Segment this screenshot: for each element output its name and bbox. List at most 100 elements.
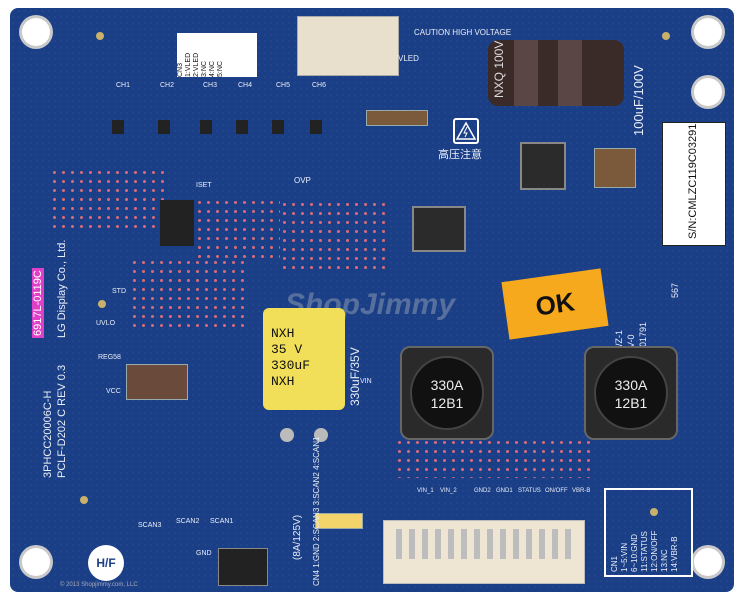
scan2-label: SCAN2	[176, 518, 200, 525]
mounting-hole-bottom-right	[694, 548, 722, 576]
mosfet-d1	[520, 142, 566, 190]
yellow-cap-line4: NXH	[271, 374, 295, 389]
inductor-l2: 330A 12B1	[584, 346, 678, 440]
caution-label: CAUTION HIGH VOLTAGE	[414, 28, 512, 37]
channel-label-2: CH2	[160, 82, 175, 89]
mounting-hole-top-left	[22, 18, 50, 46]
transistor-ch6	[310, 120, 322, 134]
via-grid-center	[195, 198, 280, 258]
fuse-rating: (8A/125V)	[292, 514, 303, 560]
channel-label-5: CH5	[276, 82, 291, 89]
gnd-label: GND	[196, 550, 212, 557]
pcb-board: CN3 1:VLED 2:VLED 3:NC 4:NC 5:NC CAUTION…	[10, 8, 734, 592]
conn-pin-label-1: VIN_2	[440, 488, 457, 494]
cn3-pin-2: 2:VLED	[193, 52, 200, 77]
maker-label: LG Display Co., Ltd.	[56, 239, 68, 338]
inductor-l1: 330A 12B1	[400, 346, 494, 440]
ovp-label: OVP	[294, 176, 311, 185]
test-pad	[650, 508, 658, 516]
cn3-pin-3: 3:NC	[201, 61, 208, 77]
conn-pin-label-0: VIN_1	[417, 488, 434, 494]
vcc-label: VCC	[106, 388, 121, 395]
inductor-l2-line2: 12B1	[614, 395, 648, 411]
high-voltage-cn-label: 高压注意	[438, 149, 482, 161]
mounting-hole-top-right	[694, 18, 722, 46]
electrolytic-capacitor-330uf: NXH 35 V 330uF NXH	[263, 308, 345, 410]
transistor-ch4	[236, 120, 248, 134]
via-grid-lower	[130, 258, 250, 328]
test-pad	[96, 32, 104, 40]
smd-resistor-array	[366, 110, 428, 126]
copyright: © 2013 Shopjimmy.com, LLC	[60, 582, 138, 588]
test-pad	[80, 496, 88, 504]
cn1-pin-1: 1~5:VIN	[620, 542, 629, 572]
mosfet-q1	[412, 206, 466, 252]
high-voltage-warning-icon	[453, 118, 479, 144]
cn4-connector	[218, 548, 268, 586]
yellow-cap-rating: 330uF/35V	[348, 347, 362, 406]
transistor-ch1	[112, 120, 124, 134]
conn-pin-label-6: VBR-B	[572, 488, 591, 494]
via-grid-left	[50, 168, 170, 228]
cn3-pin-5: 5:NC	[217, 61, 224, 77]
cn4-pin-3: 3:SCAN2	[312, 472, 321, 506]
cn1-pin-4: 12:ON/OFF	[650, 530, 659, 572]
cn4-pin-4: 4:SCAN1	[312, 436, 321, 470]
model-line1: 3PHCC20006C-H	[42, 390, 54, 478]
yellow-cap-line3: 330uF	[271, 358, 311, 373]
cn3-pin-4: 4:NC	[209, 61, 216, 77]
cn1-pin-0: CN1	[610, 555, 619, 572]
test-pad	[662, 32, 670, 40]
cn1-pin-3: 11:STATUS	[640, 531, 649, 572]
model-line2: PCLF-D202 C REV 0.3	[56, 364, 68, 478]
conn-pin-label-4: STATUS	[518, 488, 541, 494]
test-pad	[98, 300, 106, 308]
uvlo-label: UVLO	[96, 320, 116, 327]
channel-label-6: CH6	[312, 82, 327, 89]
big-cap-text: NXQ 100V	[492, 40, 506, 98]
date-code: 567	[670, 282, 680, 298]
inductor-l1-line2: 12B1	[430, 395, 464, 411]
cn4-pin-2: 2:SCAN3	[312, 507, 321, 542]
fuse-f1	[315, 513, 363, 529]
conn-pin-label-3: GND1	[496, 488, 513, 494]
vin-label: VIN	[360, 378, 372, 385]
cn1-legend-box: CN1 1~5:VIN 6~10:GND 11:STATUS 12:ON/OFF…	[604, 488, 693, 577]
channel-label-3: CH3	[203, 82, 218, 89]
transistor-ch3	[200, 120, 212, 134]
cn3-pin-0: CN3	[177, 62, 184, 77]
cn3-label-box: CN3 1:VLED 2:VLED 3:NC 4:NC 5:NC	[177, 33, 257, 77]
big-cap-rating: 100uF/100V	[631, 65, 646, 136]
cn1-pin-2: 6~10:GND	[630, 533, 639, 572]
iset-label: ISET	[196, 182, 212, 189]
scan3-label: SCAN3	[138, 522, 162, 529]
serial-number-label: S/N:CMLZC119C03291	[662, 122, 726, 246]
conn-pin-label-2: GND2	[474, 488, 491, 494]
cap-lead-right	[314, 428, 328, 442]
cn4-label: CN4 1:GND 2:SCAN3 3:SCAN2 4:SCAN1	[312, 437, 322, 586]
electrolytic-capacitor-100uf: NXQ 100V	[488, 40, 624, 106]
cap-lead-left	[280, 428, 294, 442]
ok-sticker: OK	[501, 268, 609, 340]
smd-chip-group-left	[126, 364, 188, 400]
vled-label: VLED	[398, 54, 419, 63]
channel-label-4: CH4	[238, 82, 253, 89]
serial-number-text: S/N:CMLZC119C03291	[687, 123, 699, 239]
part-number-label: 6917L-0119C	[32, 268, 44, 338]
cn4-pin-1: 1:GND	[312, 543, 321, 568]
top-connector	[297, 16, 399, 76]
scan1-label: SCAN1	[210, 518, 234, 525]
std-label: STD	[112, 288, 126, 295]
inductor-l1-line1: 330A	[430, 377, 464, 393]
cn1-pin-6: 14:VBR-B	[670, 536, 679, 572]
via-grid-bottom	[395, 438, 595, 478]
channel-label-1: CH1	[116, 82, 131, 89]
cn1-connector	[383, 520, 585, 584]
mounting-hole-bottom-left	[22, 548, 50, 576]
via-grid-right	[280, 200, 390, 270]
reg58-label: REG58	[98, 354, 121, 361]
transistor-ch5	[272, 120, 284, 134]
cn3-pin-1: 1:VLED	[185, 52, 192, 77]
transistor-ch2	[158, 120, 170, 134]
mounting-hole-right	[694, 78, 722, 106]
